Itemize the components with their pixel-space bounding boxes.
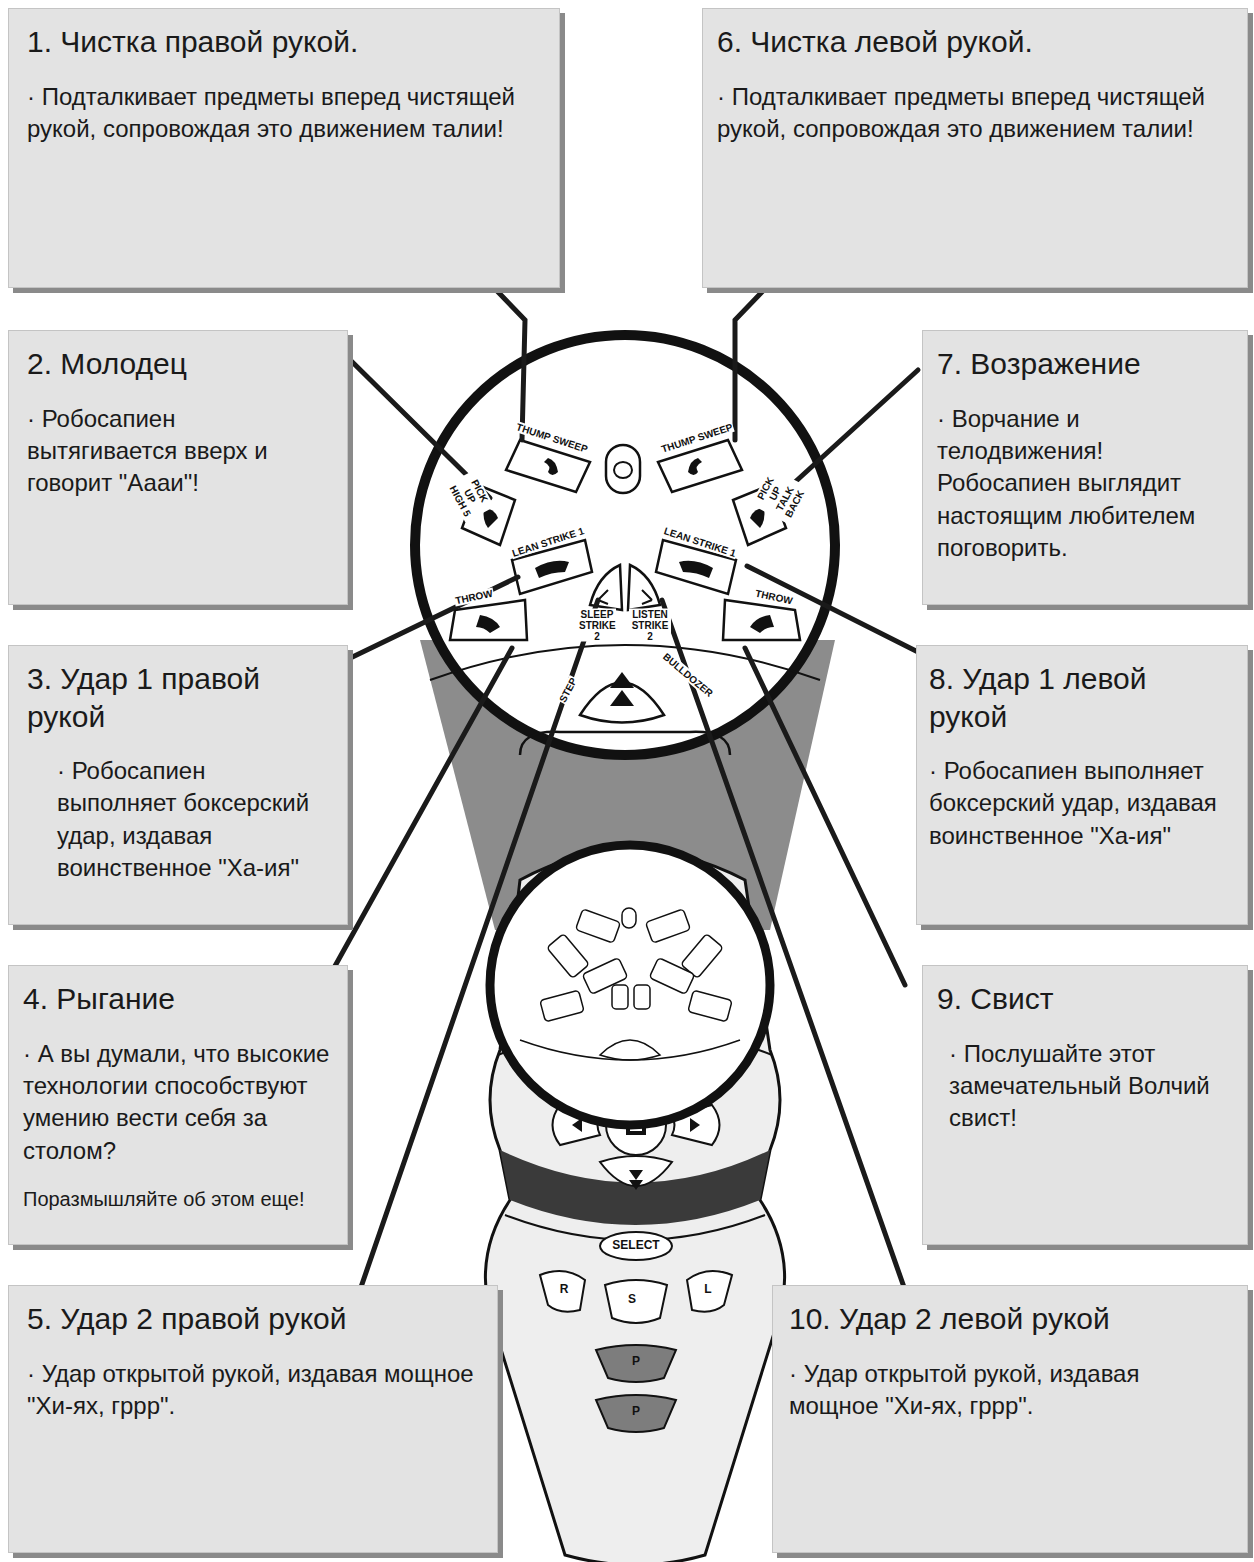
- callout-box: 1. Чистка правой рукой. · Подталкивает пр…: [8, 8, 560, 288]
- callout-description: · Подталкивает предметы вперед чистящей …: [27, 81, 543, 146]
- callout-title: 10. Удар 2 левой рукой: [789, 1300, 1231, 1338]
- button-label: BULLDOZER: [660, 650, 716, 699]
- small-zoom-circle: [490, 845, 770, 1125]
- callout-title: 2. Молодец: [27, 345, 331, 383]
- callout-note: Поразмышляйте об этом еще!: [23, 1185, 331, 1214]
- callout-title: 5. Удар 2 правой рукой: [27, 1300, 481, 1338]
- leader-lines: [330, 237, 918, 1290]
- button-label: LEAN STRIKE 1: [510, 525, 587, 559]
- callout-description: · Робосапиен выполняет боксерский удар, …: [929, 755, 1231, 852]
- button-label: P: [631, 1355, 641, 1368]
- callout-box: 10. Удар 2 левой рукой · Удар открытой ру…: [772, 1285, 1248, 1553]
- button-label: L: [703, 1283, 712, 1296]
- big-zoom-circle: [415, 335, 835, 755]
- button-label: STEP: [557, 675, 580, 705]
- callout-title: 8. Удар 1 левой рукой: [929, 660, 1231, 735]
- callout-description: · Ворчание и телодвижения! Робосапиен вы…: [937, 403, 1231, 565]
- button-label: LEAN STRIKE 1: [662, 525, 739, 559]
- button-label: LISTEN STRIKE 2: [629, 609, 671, 642]
- leader-line: [662, 600, 905, 1290]
- button-label: S: [627, 1293, 637, 1306]
- button-label: SELECT: [611, 1239, 660, 1252]
- button-label: R: [559, 1283, 570, 1296]
- callout-box: 7. Возражение · Ворчание и телодвижения! …: [922, 330, 1248, 605]
- leader-line: [747, 566, 918, 652]
- callout-title: 7. Возражение: [937, 345, 1231, 383]
- button-label: PICK UP TALK BACK: [751, 467, 810, 525]
- button-label: P: [631, 1405, 641, 1418]
- callout-description: · Удар открытой рукой, издавая мощное "Х…: [789, 1358, 1231, 1423]
- callout-description: · Робосапиен выполняет боксерский удар, …: [27, 755, 331, 885]
- callout-description: · Удар открытой рукой, издавая мощное "Х…: [27, 1358, 481, 1423]
- callout-title: 6. Чистка левой рукой.: [717, 23, 1231, 61]
- callout-title: 1. Чистка правой рукой.: [27, 23, 543, 61]
- callout-box: 3. Удар 1 правой рукой · Робосапиен выпол…: [8, 645, 348, 925]
- callout-box: 6. Чистка левой рукой. · Подталкивает пре…: [702, 8, 1248, 288]
- button-label: THUMP SWEEP: [659, 421, 735, 455]
- button-label: SLEEP STRIKE 2: [578, 609, 616, 642]
- callout-box: 4. Рыгание · А вы думали, что высокие тех…: [8, 965, 348, 1245]
- callout-description: · Послушайте этот замечательный Волчий с…: [937, 1038, 1231, 1135]
- callout-box: 2. Молодец · Робосапиен вытягивается ввер…: [8, 330, 348, 605]
- button-label: THUMP SWEEP: [514, 421, 590, 455]
- button-label: PICK UP HIGH 5: [446, 470, 495, 523]
- callout-description: · А вы думали, что высокие технологии сп…: [23, 1038, 331, 1168]
- callout-description: · Робосапиен вытягивается вверх и говори…: [27, 403, 331, 500]
- callout-box: 5. Удар 2 правой рукой · Удар открытой ру…: [8, 1285, 498, 1553]
- callout-title: 9. Свист: [937, 980, 1231, 1018]
- callout-box: 9. Свист · Послушайте этот замечательный …: [922, 965, 1248, 1245]
- button-label: THROW: [753, 587, 794, 606]
- callout-title: 4. Рыгание: [23, 980, 331, 1018]
- leader-line: [340, 577, 518, 663]
- callout-title: 3. Удар 1 правой рукой: [27, 660, 331, 735]
- callout-description: · Подталкивает предметы вперед чистящей …: [717, 81, 1231, 146]
- leader-line: [745, 648, 905, 985]
- button-label: THROW: [453, 587, 494, 606]
- callout-box: 8. Удар 1 левой рукой · Робосапиен выполн…: [916, 645, 1248, 925]
- leader-line: [360, 600, 598, 1290]
